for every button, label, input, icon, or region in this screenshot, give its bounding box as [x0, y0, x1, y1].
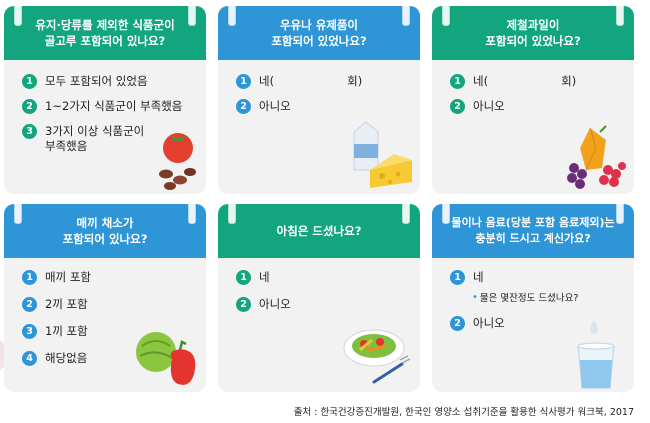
- option-1[interactable]: 1 매끼 포함: [22, 270, 91, 285]
- card-title: 아침은 드셨나요?: [276, 224, 362, 238]
- option-number: 1: [236, 270, 251, 285]
- option-number: 1: [22, 74, 37, 89]
- card-header: 아침은 드셨나요?: [218, 204, 420, 258]
- option-4[interactable]: 4 해당없음: [22, 351, 87, 366]
- option-1[interactable]: 1 네( 회): [450, 74, 576, 89]
- option-label: 아니오: [473, 99, 505, 113]
- card-header: 매끼 채소가 포함되어 있나요?: [4, 204, 206, 258]
- option-label: 3가지 이상 식품군이 부족했음: [45, 124, 145, 153]
- binder-clip-left: [14, 6, 22, 26]
- option-label: 매끼 포함: [45, 270, 91, 284]
- option-number: 2: [22, 297, 37, 312]
- binder-clip-left: [442, 204, 450, 224]
- option-label: 네: [473, 270, 484, 284]
- option-number: 1: [22, 270, 37, 285]
- card-header: 물이나 음료(당분 포함 음료제외)는 충분히 드시고 계신가요?: [432, 204, 634, 258]
- card-title: 우유나 유제품이 포함되어 있었나요?: [271, 18, 367, 48]
- option-number: 2: [22, 99, 37, 114]
- option-label: 1끼 포함: [45, 324, 88, 338]
- binder-clip-right: [188, 6, 196, 26]
- option-number: 3: [22, 124, 37, 139]
- option-number: 4: [22, 351, 37, 366]
- fruit-icon: [567, 125, 626, 189]
- option-number: 2: [450, 316, 465, 331]
- option-number: 1: [236, 74, 251, 89]
- binder-clip-left: [228, 204, 236, 224]
- option-number: 2: [450, 99, 465, 114]
- option-2[interactable]: 2 1~2가지 식품군이 부족했음: [22, 99, 182, 114]
- option-label: 네: [259, 270, 270, 284]
- binder-clip-left: [228, 6, 236, 26]
- question-card-breakfast: 아침은 드셨나요? 1 네 2 아니오: [218, 204, 420, 392]
- question-card-food-groups: 유지·당류를 제외한 식품군이 골고루 포함되어 있나요? 1 모두 포함되어 …: [4, 6, 206, 194]
- option-2[interactable]: 2 아니오: [450, 99, 505, 114]
- card-title: 유지·당류를 제외한 식품군이 골고루 포함되어 있나요?: [35, 18, 175, 48]
- subnote-text: 물은 몇잔정도 드셨나요?: [479, 293, 579, 304]
- option-label: 아니오: [259, 297, 291, 311]
- option-2[interactable]: 2 아니오: [236, 99, 291, 114]
- binder-clip-right: [616, 204, 624, 224]
- card-header: 유지·당류를 제외한 식품군이 골고루 포함되어 있나요?: [4, 6, 206, 60]
- milk-cheese-icon: [353, 121, 412, 188]
- option-1[interactable]: 1 네: [450, 270, 484, 285]
- option-label: 아니오: [473, 316, 505, 330]
- option-label: 아니오: [259, 99, 291, 113]
- option-1[interactable]: 1 모두 포함되어 있었음: [22, 74, 148, 89]
- question-card-vegetables: 매끼 채소가 포함되어 있나요? 1 매끼 포함 2 2끼 포함 3 1끼 포함…: [4, 204, 206, 392]
- question-card-water: 물이나 음료(당분 포함 음료제외)는 충분히 드시고 계신가요? 1 네 • …: [432, 204, 634, 392]
- vegetables-icon: [136, 332, 196, 385]
- card-title: 물이나 음료(당분 포함 음료제외)는 충분히 드시고 계신가요?: [451, 216, 615, 245]
- binder-clip-left: [442, 6, 450, 26]
- option-label: 해당없음: [45, 351, 88, 365]
- option-2[interactable]: 2 아니오: [450, 316, 505, 331]
- card-header: 우유나 유제품이 포함되어 있었나요?: [218, 6, 420, 60]
- salad-plate-icon: [343, 329, 411, 384]
- option-number: 2: [236, 99, 251, 114]
- binder-clip-right: [402, 204, 410, 224]
- option-2[interactable]: 2 아니오: [236, 297, 291, 312]
- option-1[interactable]: 1 네: [236, 270, 270, 285]
- bullet-icon: •: [472, 291, 478, 303]
- card-title: 매끼 채소가 포함되어 있나요?: [62, 216, 148, 246]
- option-3[interactable]: 3 1끼 포함: [22, 324, 88, 339]
- option-label: 네( 회): [473, 74, 577, 88]
- binder-clip-right: [616, 6, 624, 26]
- option-number: 1: [450, 270, 465, 285]
- card-title: 제철과일이 포함되어 있었나요?: [485, 18, 581, 48]
- option-number: 1: [450, 74, 465, 89]
- binder-clip-right: [402, 6, 410, 26]
- question-card-fruit: 제철과일이 포함되어 있었나요? 1 네( 회) 2 아니오: [432, 6, 634, 194]
- option-label: 네( 회): [259, 74, 363, 88]
- source-citation: 출처 : 한국건강증진개발원, 한국인 영양소 섭취기준을 활용한 식사평가 워…: [293, 407, 634, 418]
- binder-clip-left: [14, 204, 22, 224]
- water-amount-note: • 물은 몇잔정도 드셨나요?: [472, 290, 579, 305]
- option-label: 2끼 포함: [45, 297, 88, 311]
- option-1[interactable]: 1 네( 회): [236, 74, 362, 89]
- option-label: 모두 포함되어 있었음: [45, 74, 148, 88]
- tomato-beans-icon: [159, 133, 196, 190]
- option-3[interactable]: 3 3가지 이상 식품군이 부족했음: [22, 124, 144, 154]
- water-glass-icon: [577, 320, 615, 389]
- option-2[interactable]: 2 2끼 포함: [22, 297, 88, 312]
- option-number: 2: [236, 297, 251, 312]
- binder-clip-right: [188, 204, 196, 224]
- option-number: 3: [22, 324, 37, 339]
- card-header: 제철과일이 포함되어 있었나요?: [432, 6, 634, 60]
- option-label: 1~2가지 식품군이 부족했음: [45, 99, 183, 113]
- question-card-dairy: 우유나 유제품이 포함되어 있었나요? 1 네( 회) 2 아니오: [218, 6, 420, 194]
